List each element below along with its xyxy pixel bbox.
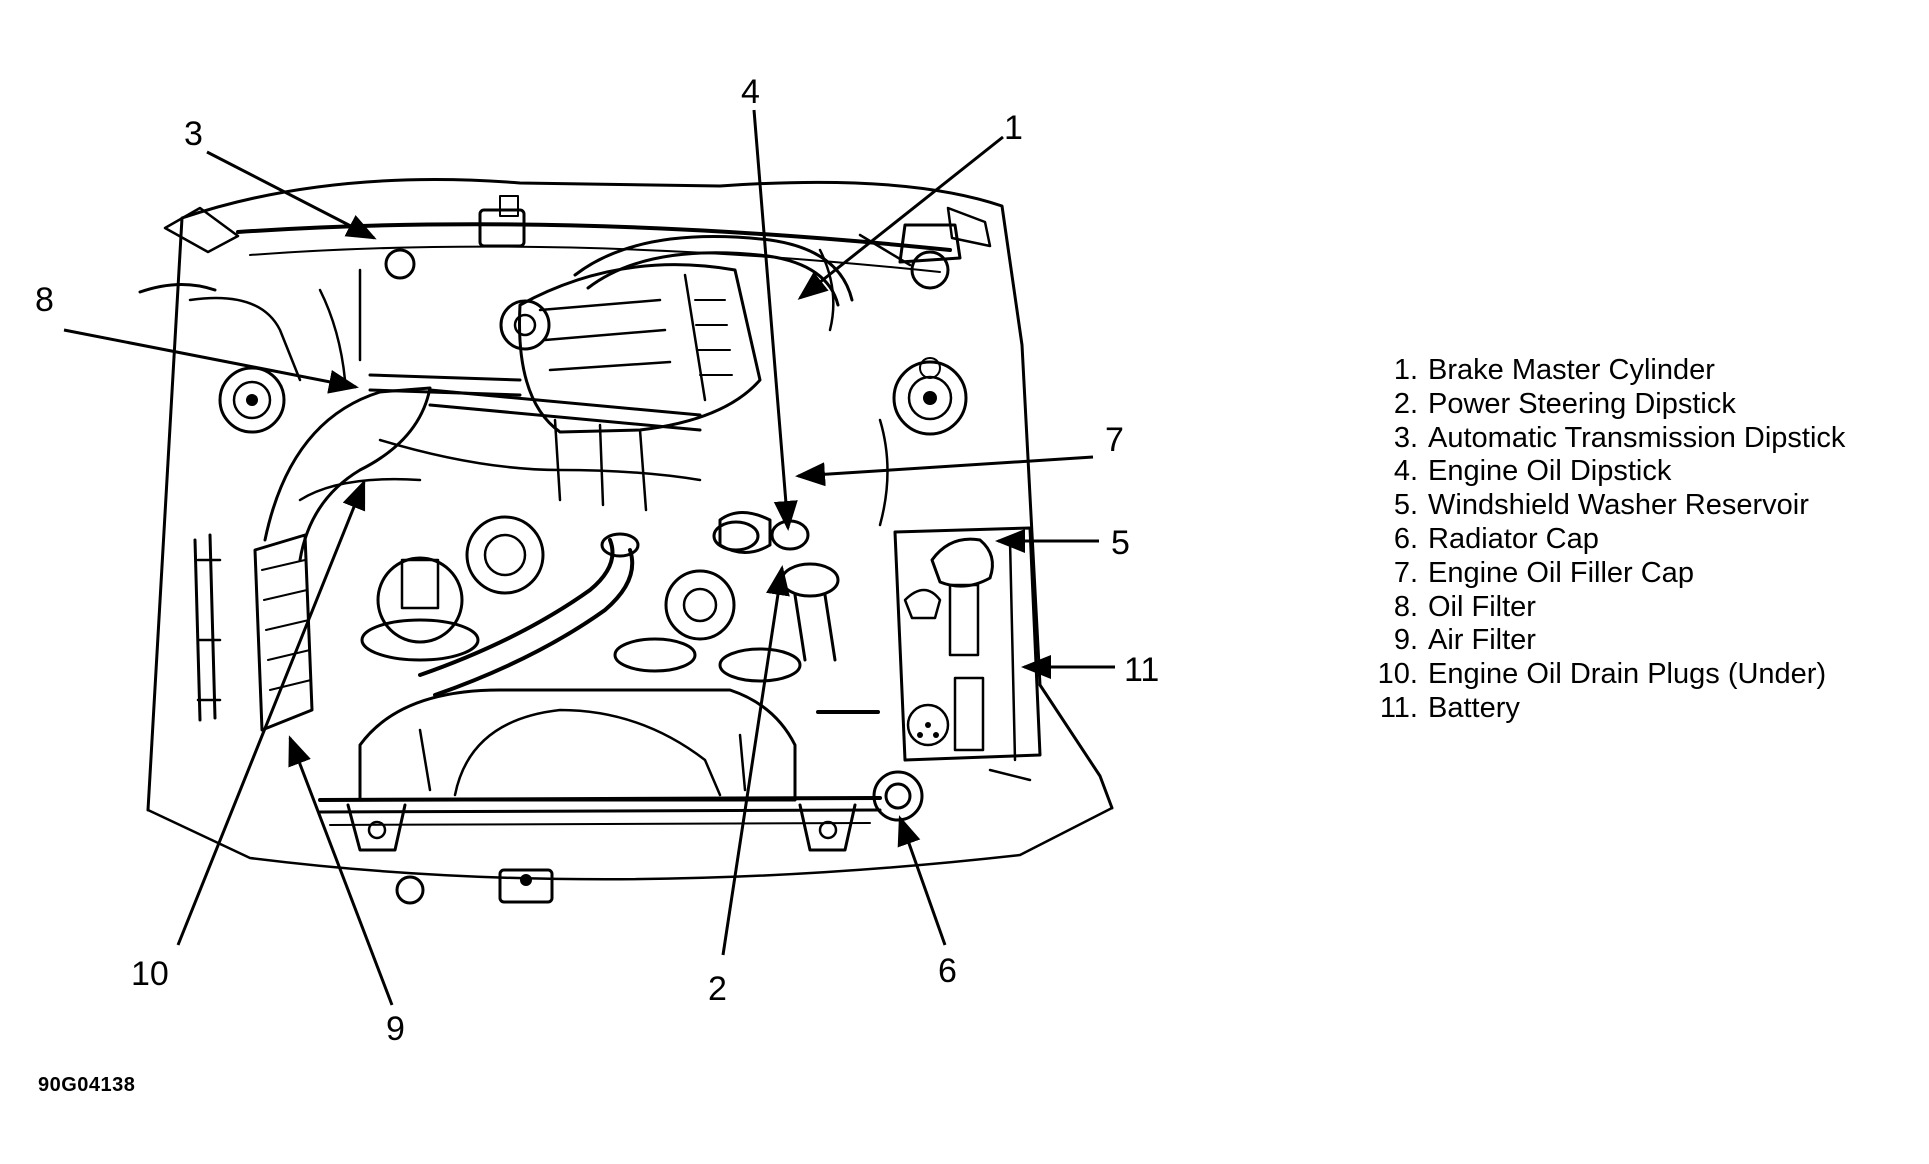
oil-filler-neck: [718, 511, 772, 554]
hood-hinge-right: [946, 206, 992, 248]
hood-hinge-left: [163, 206, 240, 254]
legend-number: 9.: [1393, 624, 1418, 657]
legend-number: 3.: [1393, 421, 1418, 454]
legend-label: Air Filter: [1428, 624, 1536, 657]
legend-number: 1.: [1393, 354, 1418, 386]
intake-plenum: [518, 263, 762, 434]
legend-number: 6.: [1393, 522, 1418, 555]
leader-1: [797, 135, 1004, 300]
callout-7: 7: [1105, 421, 1124, 459]
callout-11: 11: [1124, 651, 1159, 689]
legend-item: 8. Oil Filter: [1368, 591, 1908, 625]
alternator: [664, 569, 736, 641]
body-outline: [146, 178, 1114, 812]
battery: [893, 526, 1042, 762]
radiator-cap: [872, 770, 924, 822]
engine-bay-illustration: [138, 178, 1114, 905]
legend-number: 5.: [1393, 489, 1418, 522]
brake-master-cylinder: [898, 223, 962, 264]
legend-number: 7.: [1393, 556, 1418, 589]
legend-item: 5. Windshield Washer Reservoir: [1368, 489, 1908, 523]
air-filter-box: [253, 533, 314, 732]
legend-label: Power Steering Dipstick: [1428, 387, 1736, 420]
legend-label: Windshield Washer Reservoir: [1428, 489, 1809, 522]
strut-tower-right: [892, 360, 968, 436]
leader-7: [795, 455, 1094, 487]
leader-8: [63, 328, 359, 394]
leader-6: [897, 815, 947, 946]
leader-lines: [63, 109, 1115, 1006]
legend-item: 6. Radiator Cap: [1368, 523, 1908, 557]
air-cleaner-duct: [263, 386, 432, 562]
leader-3: [206, 150, 377, 240]
legend-label: Battery: [1428, 691, 1520, 724]
legend-item: 10. Engine Oil Drain Plugs (Under): [1368, 658, 1908, 692]
legend-item: 9. Air Filter: [1368, 624, 1908, 658]
legend-number: 2.: [1393, 387, 1418, 420]
legend-label: Oil Filter: [1428, 590, 1536, 623]
leader-9: [288, 735, 394, 1006]
parts-legend: 1. Brake Master Cylinder 2. Power Steering…: [1368, 354, 1908, 726]
leader-10: [176, 479, 366, 946]
power-steering-pump: [780, 562, 840, 598]
figure-code: 90G04138: [38, 1074, 136, 1096]
callout-10: 10: [131, 955, 169, 993]
callout-5: 5: [1111, 524, 1130, 562]
legend-label: Engine Oil Filler Cap: [1428, 556, 1694, 589]
radiator-support: [318, 796, 882, 802]
legend-label: Engine Oil Drain Plugs (Under): [1428, 658, 1827, 691]
distributor: [465, 515, 545, 595]
cowl-panel: [236, 222, 952, 252]
legend-label: Radiator Cap: [1428, 522, 1599, 555]
legend-number: 4.: [1393, 455, 1418, 488]
wiper-left: [138, 282, 217, 294]
callout-1: 1: [1004, 109, 1023, 147]
legend-item: 4. Engine Oil Dipstick: [1368, 455, 1908, 489]
legend-number: 11.: [1379, 691, 1418, 724]
callout-4: 4: [741, 73, 760, 111]
washer-reservoir: [930, 537, 994, 588]
callout-numbers: 1 2 3 4 5 6 7 8 9 10 11: [35, 73, 1159, 1048]
leader-2: [721, 565, 790, 956]
leader-4: [752, 109, 798, 531]
fan-shroud: [358, 688, 797, 802]
legend-number: 10.: [1377, 658, 1418, 691]
bumper-outline: [146, 806, 1114, 881]
legend-label: Automatic Transmission Dipstick: [1428, 421, 1846, 454]
callout-8: 8: [35, 281, 54, 319]
legend-item: 7. Engine Oil Filler Cap: [1368, 557, 1908, 591]
legend-label: Brake Master Cylinder: [1428, 354, 1715, 386]
legend-number: 8.: [1393, 590, 1418, 623]
callout-9: 9: [386, 1010, 405, 1048]
callout-3: 3: [184, 115, 203, 153]
legend-item: 1. Brake Master Cylinder: [1368, 354, 1908, 388]
callout-6: 6: [938, 952, 957, 990]
legend-item: 11. Battery: [1368, 692, 1908, 726]
legend-item: 3. Automatic Transmission Dipstick: [1368, 422, 1908, 456]
throttle-body: [499, 299, 551, 351]
callout-2: 2: [708, 970, 727, 1008]
cowl-panel-lower: [249, 245, 941, 273]
radiator-hose: [418, 538, 615, 677]
legend-item: 2. Power Steering Dipstick: [1368, 388, 1908, 422]
legend-label: Engine Oil Dipstick: [1428, 455, 1672, 488]
